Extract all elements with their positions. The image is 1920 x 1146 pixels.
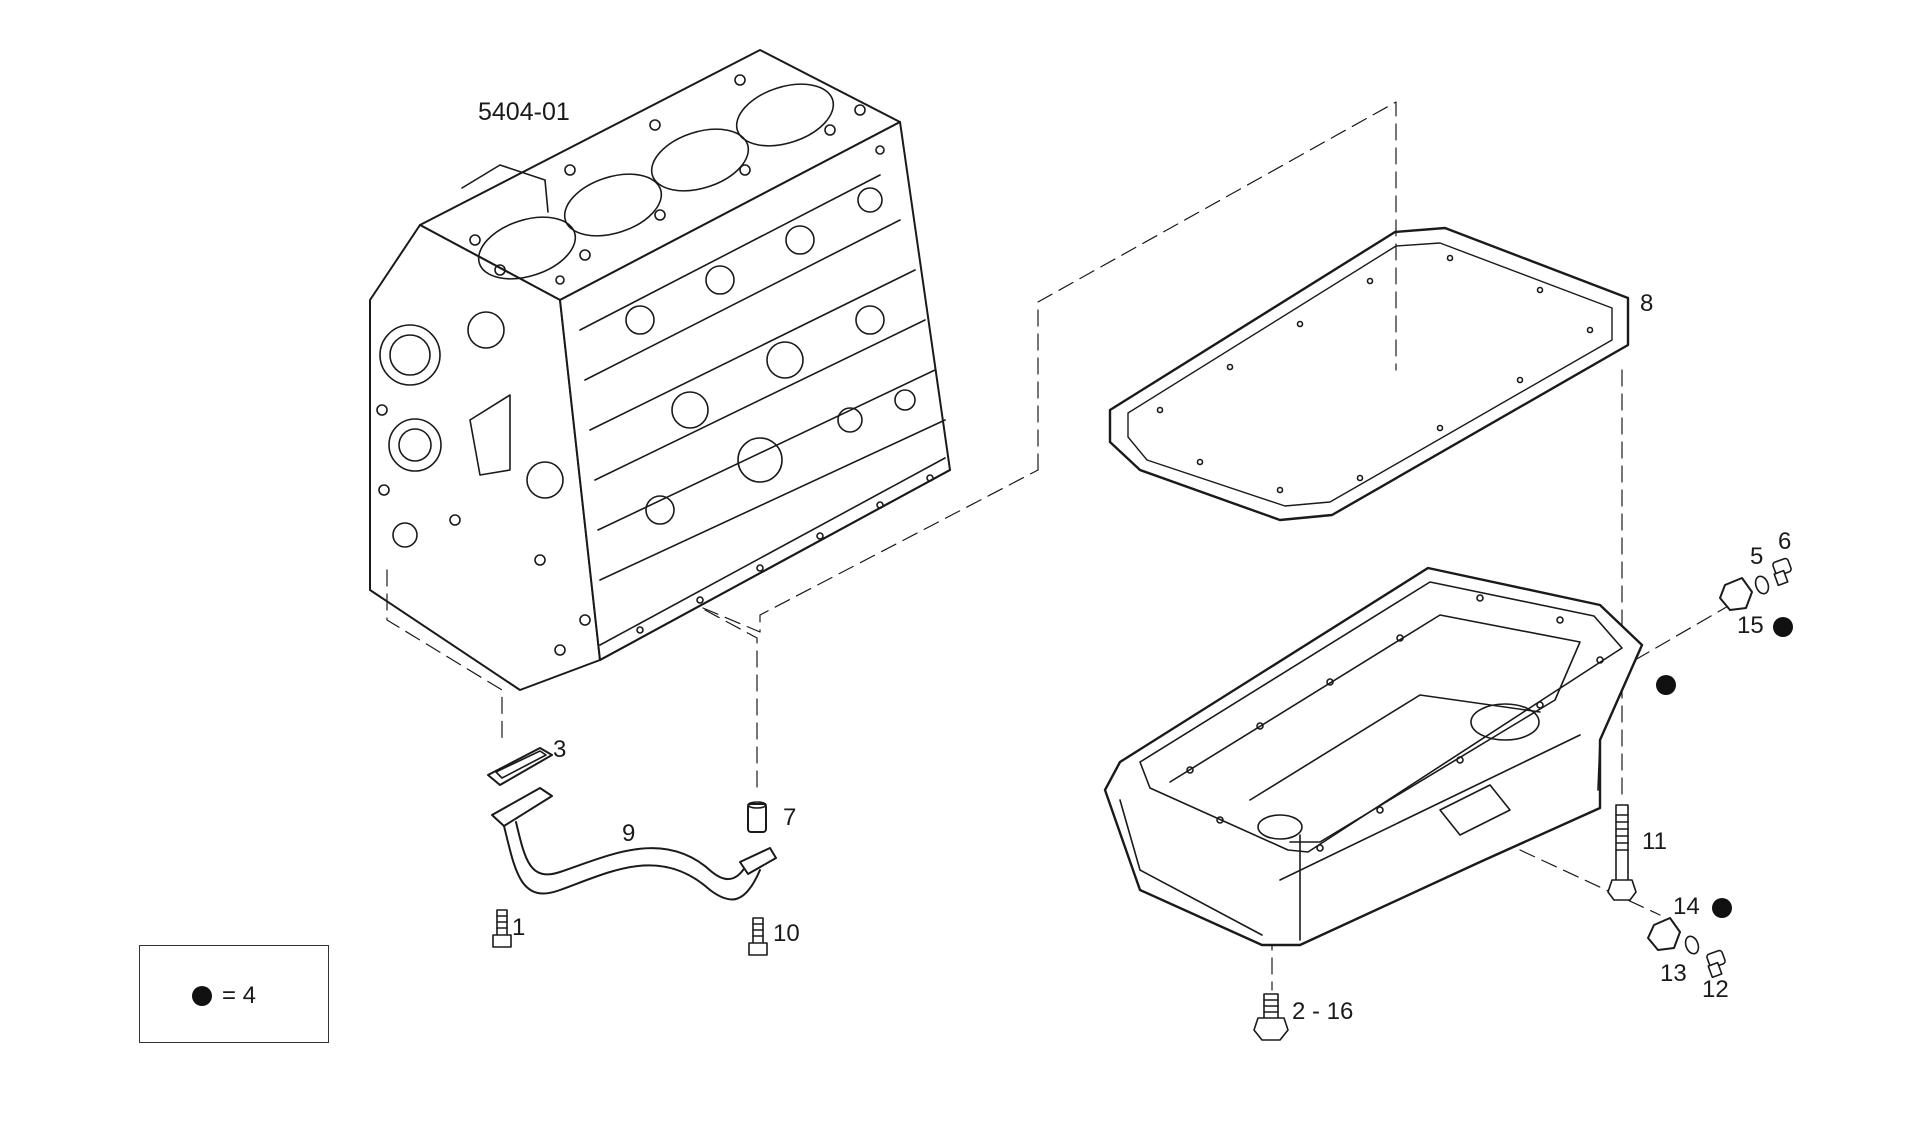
oil-pan-gasket [1110, 228, 1628, 520]
bolt-part-10 [749, 918, 767, 955]
bush-part-7 [748, 802, 766, 832]
callout-6: 6 [1778, 528, 1792, 555]
legend-dot-icon [192, 986, 212, 1006]
callout-5: 5 [1750, 543, 1764, 570]
callout-15: 15 [1737, 612, 1764, 639]
marker-dot-pan [1656, 675, 1676, 695]
bolt-part-2-16 [1254, 994, 1288, 1040]
callout-9: 9 [622, 820, 636, 847]
callout-1: 1 [512, 914, 526, 941]
bolt-part-1 [493, 910, 511, 947]
callout-14: 14 [1673, 893, 1700, 920]
callout-13: 13 [1660, 960, 1687, 987]
legend-quantity-text: = 4 [222, 982, 257, 1009]
drain-plug-lower [1648, 918, 1726, 977]
callout-2-16: 2 - 16 [1292, 998, 1354, 1025]
legend-entry: = 4 [192, 982, 256, 1010]
callout-7: 7 [783, 804, 797, 831]
engine-block [370, 50, 950, 690]
callout-10: 10 [773, 920, 800, 947]
callout-11: 11 [1642, 828, 1667, 855]
callout-3: 3 [553, 736, 567, 763]
callout-8: 8 [1640, 290, 1654, 317]
group-code-label: 5404-01 [478, 98, 570, 126]
callout-12: 12 [1702, 976, 1729, 1003]
legend-box: = 4 [139, 945, 329, 1043]
oil-suction-pipe [488, 748, 776, 900]
marker-dot-15 [1773, 617, 1793, 637]
bolt-part-11 [1608, 805, 1636, 900]
drain-plug-upper [1720, 558, 1792, 610]
marker-dot-14 [1712, 898, 1732, 918]
oil-pan [1105, 568, 1642, 945]
